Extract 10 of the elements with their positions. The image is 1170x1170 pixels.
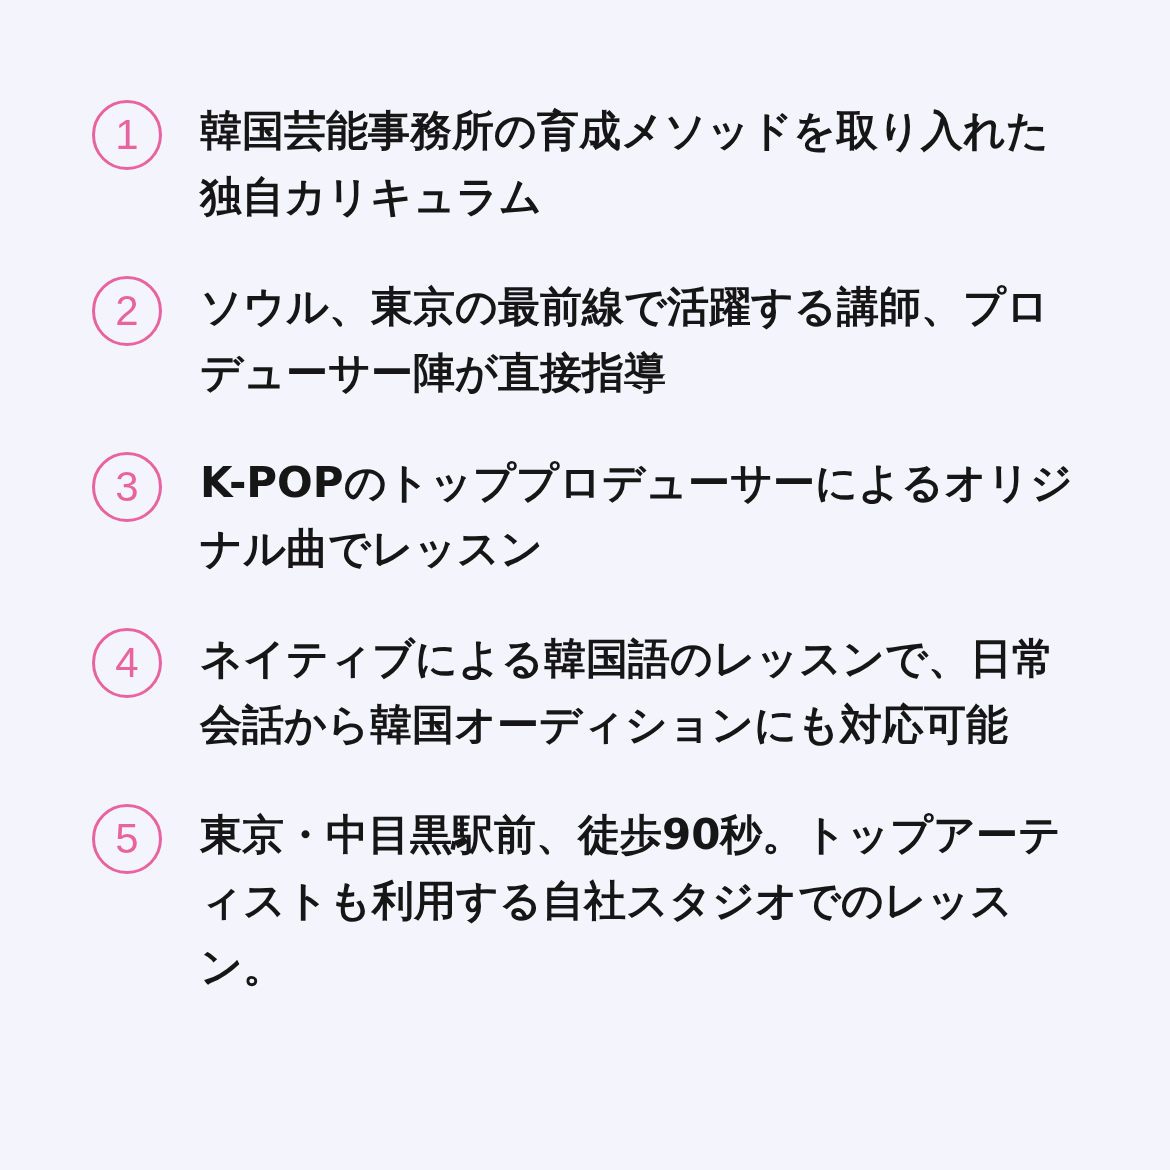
number-circle: 1: [92, 100, 162, 170]
feature-text: ネイティブによる韓国語のレッスンで、日常会話から韓国オーディションにも対応可能: [200, 633, 1055, 751]
number-circle: 5: [92, 804, 162, 874]
feature-text: 韓国芸能事務所の育成メソッドを取り入れた独自カリキュラム: [200, 105, 1050, 223]
feature-text: K-POPのトッププロデューサーによるオリジナル曲でレッスン: [200, 457, 1074, 575]
feature-text: ソウル、東京の最前線で活躍する講師、プロデューサー陣が直接指導: [200, 281, 1050, 399]
number-circle: 3: [92, 452, 162, 522]
feature-text: 東京・中目黒駅前、徒歩90秒。トップアーティストも利用する自社スタジオでのレッスン。: [200, 809, 1063, 993]
number-circle: 4: [92, 628, 162, 698]
number-circle: 2: [92, 276, 162, 346]
